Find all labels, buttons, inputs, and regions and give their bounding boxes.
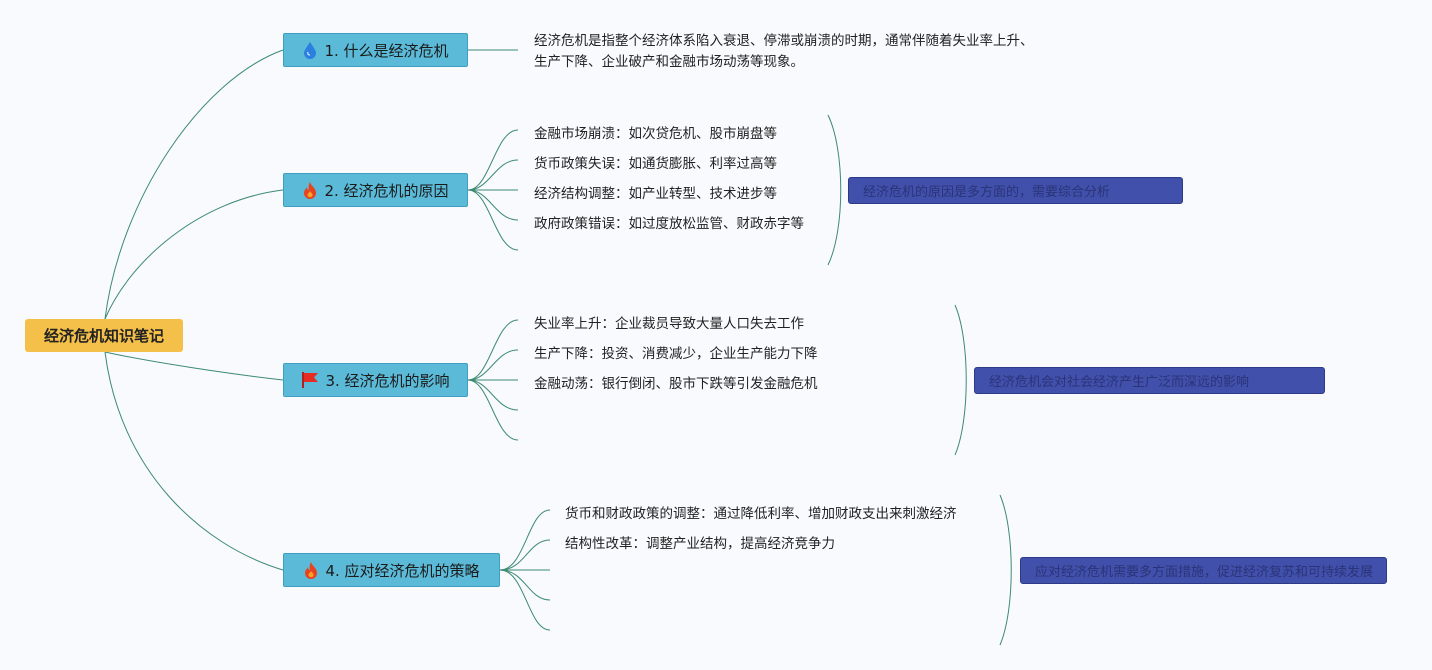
topic-label: 2. 经济危机的原因 — [324, 181, 449, 200]
fire-icon — [302, 181, 318, 199]
summary-causes[interactable]: 经济危机的原因是多方面的，需要综合分析 — [848, 177, 1183, 204]
summary-label: 经济危机会对社会经济产生广泛而深远的影响 — [989, 375, 1250, 390]
list-item[interactable]: 政府政策错误：如过度放松监管、财政赤字等 — [534, 216, 804, 232]
summary-impact[interactable]: 经济危机会对社会经济产生广泛而深远的影响 — [974, 367, 1325, 394]
red-flag-icon — [301, 371, 319, 389]
summary-strategies[interactable]: 应对经济危机需要多方面措施，促进经济复苏和可持续发展 — [1020, 557, 1387, 584]
list-item[interactable]: 失业率上升：企业裁员导致大量人口失去工作 — [534, 316, 804, 332]
water-drop-icon — [302, 41, 318, 59]
topic-what-is-crisis[interactable]: 1. 什么是经济危机 — [283, 33, 468, 67]
topic-label: 1. 什么是经济危机 — [324, 41, 449, 60]
list-item[interactable]: 生产下降：投资、消费减少，企业生产能力下降 — [534, 346, 818, 362]
list-item[interactable]: 金融市场崩溃：如次贷危机、股市崩盘等 — [534, 126, 777, 142]
list-item[interactable]: 金融动荡：银行倒闭、股市下跌等引发金融危机 — [534, 376, 818, 392]
list-item[interactable]: 结构性改革：调整产业结构，提高经济竞争力 — [565, 536, 835, 552]
list-item[interactable]: 经济结构调整：如产业转型、技术进步等 — [534, 186, 777, 202]
topic-1-description: 经济危机是指整个经济体系陷入衰退、停滞或崩溃的时期，通常伴随着失业率上升、生产下… — [534, 33, 1034, 70]
topic-label: 4. 应对经济危机的策略 — [325, 561, 480, 580]
topic-strategies[interactable]: 4. 应对经济危机的策略 — [283, 553, 500, 587]
topic-causes[interactable]: 2. 经济危机的原因 — [283, 173, 468, 207]
fire-icon — [303, 561, 319, 579]
summary-label: 经济危机的原因是多方面的，需要综合分析 — [863, 185, 1111, 200]
root-node[interactable]: 经济危机知识笔记 — [25, 319, 183, 352]
summary-label: 应对经济危机需要多方面措施，促进经济复苏和可持续发展 — [1035, 565, 1374, 580]
topic-impact[interactable]: 3. 经济危机的影响 — [283, 363, 468, 397]
list-item[interactable]: 货币政策失误：如通货膨胀、利率过高等 — [534, 156, 777, 172]
topic-label: 3. 经济危机的影响 — [325, 371, 450, 390]
root-label: 经济危机知识笔记 — [43, 327, 164, 345]
list-item[interactable]: 货币和财政政策的调整：通过降低利率、增加财政支出来刺激经济 — [565, 506, 957, 522]
